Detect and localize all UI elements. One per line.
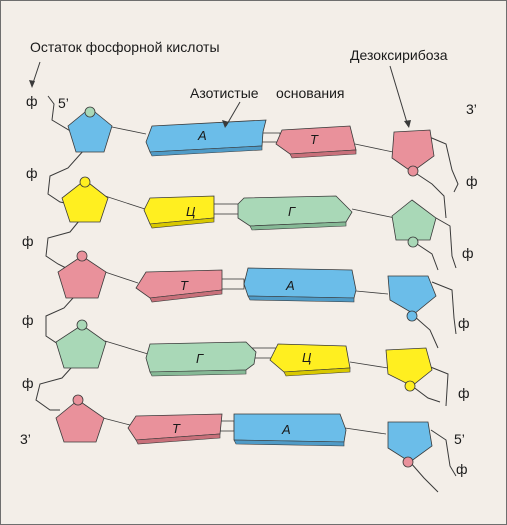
base-pair-1: А Т: [145, 119, 357, 159]
base-label: Т: [172, 421, 181, 436]
backbone-lines: [35, 95, 459, 493]
sugar-right-3: [387, 275, 437, 322]
deoxyribose-label: Дезоксирибоза: [350, 47, 448, 63]
phosphate-symbol: ф: [22, 375, 34, 391]
base-label: Г: [288, 204, 296, 219]
arrow-heads: [29, 80, 411, 128]
base-label: Ц: [186, 204, 196, 219]
phosphate-symbol: ф: [26, 165, 38, 181]
phosphate-symbol: ф: [458, 315, 470, 331]
base-pair-3: Т А: [135, 267, 357, 303]
base-pair-4: Г Ц: [145, 341, 351, 377]
nitrogenous-label: Азотистые: [190, 85, 259, 101]
base-pair-2: Ц Г: [143, 195, 353, 231]
five-prime-top-left: 5’: [58, 95, 69, 111]
phosphate-symbol: ф: [22, 312, 34, 328]
base-adenine: [243, 267, 357, 299]
three-prime-bottom-left: 3’: [20, 431, 31, 447]
base-label: Г: [196, 351, 204, 366]
sugar-right-4: [385, 347, 433, 392]
sugar-right-5: [387, 421, 433, 468]
phosphate-symbol: ф: [26, 93, 38, 109]
base-label: Т: [310, 132, 319, 147]
sugar-left-4: [55, 319, 107, 369]
phosphate-symbol: ф: [458, 385, 470, 401]
bases-label: основания: [276, 85, 345, 101]
base-pair-5: Т А: [127, 413, 347, 447]
base-adenine: [233, 413, 347, 443]
right-backbone: [409, 135, 459, 493]
deoxyribose-sugars: [55, 106, 437, 468]
phosphate-symbol: ф: [22, 233, 34, 249]
phosphate-residue-label: Остаток фосфорной кислоты: [30, 39, 220, 55]
sugar-left-1: [67, 106, 113, 153]
base-label: Т: [180, 278, 189, 293]
five-prime-bottom-right: 5’: [454, 431, 465, 447]
sugar-right-2: [391, 199, 437, 248]
sugar-base-connectors: [102, 126, 396, 435]
three-prime-top-right: 3’: [466, 101, 477, 117]
sugar-left-3: [57, 250, 107, 299]
left-backbone: [35, 95, 89, 411]
base-label: А: [197, 128, 207, 143]
phosphate-symbol: ф: [456, 461, 468, 477]
phosphate-symbol: ф: [462, 245, 474, 261]
base-label: А: [285, 278, 295, 293]
base-label: А: [281, 422, 291, 437]
sugar-left-2: [61, 176, 109, 223]
base-label: Ц: [302, 350, 312, 365]
sugar-right-1: [391, 129, 435, 177]
phosphate-symbol: ф: [466, 173, 478, 189]
sugar-left-5: [55, 394, 105, 443]
base-guanine: [145, 341, 257, 373]
